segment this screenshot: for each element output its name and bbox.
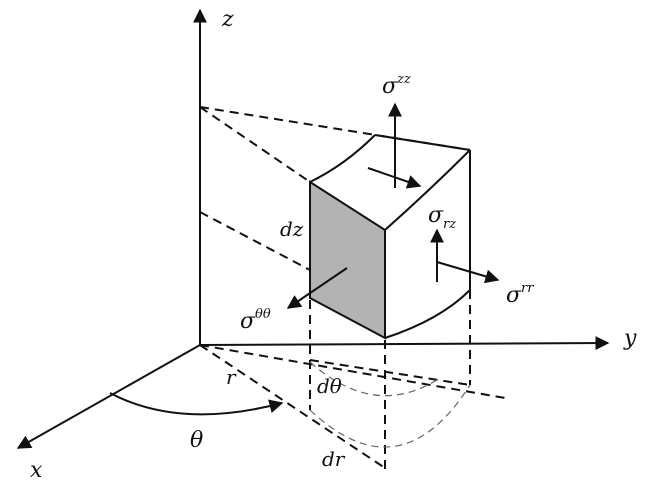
theta-label: θ xyxy=(190,428,203,453)
element-bottom-right-edge xyxy=(384,289,471,339)
sigma-rz-label: σrz xyxy=(428,203,456,232)
sigma-zz-label: σzz xyxy=(382,72,411,99)
sigma-zz-shear-arrow xyxy=(367,167,422,189)
base-radial-line-inner xyxy=(199,344,506,399)
element-top-front-edge xyxy=(384,149,471,231)
dz-label: dz xyxy=(280,217,304,241)
z-axis-label: z xyxy=(221,7,234,32)
sigma-rr-label: σrr xyxy=(506,281,534,308)
base-arc-outer xyxy=(309,384,471,448)
y-axis xyxy=(199,336,610,351)
d-theta-label: dθ xyxy=(317,374,342,398)
theta-arc xyxy=(109,392,284,416)
base-arc-inner xyxy=(309,361,441,397)
element-top-back-line xyxy=(374,134,471,151)
sigma-theta-arrow xyxy=(286,267,348,309)
base-chord-line xyxy=(309,359,471,386)
dr-label: dr xyxy=(322,447,346,471)
sigma-rr-arrow xyxy=(436,261,500,284)
x-axis-label: x xyxy=(30,458,43,483)
x-axis xyxy=(16,344,201,449)
sigma-theta-label: σθθ xyxy=(240,307,271,334)
r-label: r xyxy=(226,365,237,389)
shaded-face xyxy=(309,180,386,340)
construction-line-top-front xyxy=(199,106,311,183)
y-axis-label: y xyxy=(623,326,637,351)
base-radial-line-r xyxy=(199,344,386,469)
element-top-back-edge xyxy=(309,134,376,183)
construction-line-mid xyxy=(199,211,311,271)
